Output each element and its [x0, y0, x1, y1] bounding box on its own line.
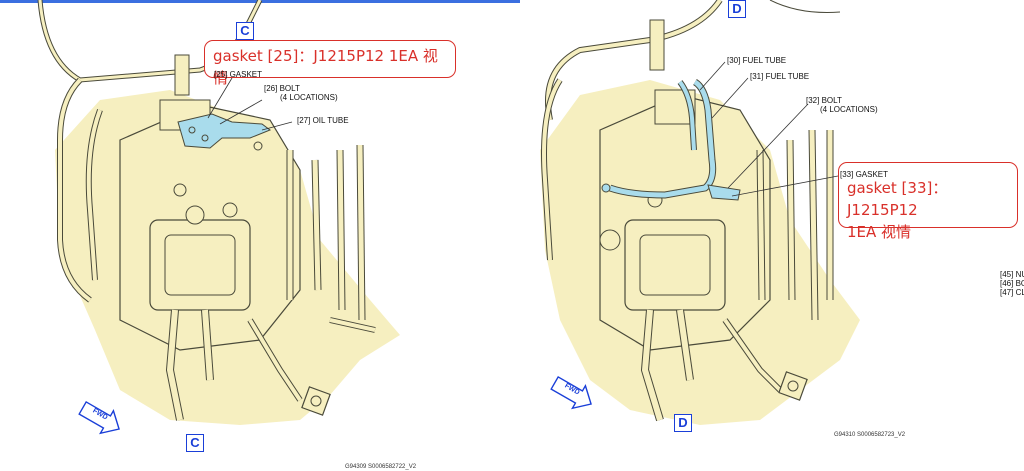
view-c-bolt-callout: [26] BOLT [264, 84, 300, 93]
view-d-engine [540, 0, 860, 425]
view-d-bottom-marker: D [674, 414, 692, 432]
view-c-engine [37, 0, 400, 435]
view-c-gasket-callout: [25] GASKET [214, 70, 263, 79]
view-c-bolt-locations: (4 LOCATIONS) [280, 93, 338, 102]
view-d-bolt-callout: [32] BOLT [806, 96, 842, 105]
view-d-figure-id: G94310 S0006582723_V2 [834, 432, 906, 438]
view-d-bolt-locations: (4 LOCATIONS) [820, 105, 878, 114]
view-c-bottom-marker: C [186, 434, 204, 452]
view-d-fuel-tube-30-callout: [30] FUEL TUBE [727, 56, 787, 65]
view-d-fuel-tube-31-callout: [31] FUEL TUBE [750, 72, 810, 81]
view-c-oil-tube-callout: [27] OIL TUBE [297, 116, 349, 125]
view-d-note-line1: gasket [33]：J1215P12 [847, 179, 948, 219]
edge-legend-45: [45] NU [1000, 270, 1024, 279]
edge-legend-46: [46] BO [1000, 279, 1024, 288]
view-d-note-line2: 1EA 视情 [847, 223, 912, 241]
edge-legend-47: [47] CL [1000, 288, 1024, 297]
view-d-gasket-note: gasket [33]：J1215P12 1EA 视情 [838, 162, 1018, 241]
view-c-top-marker: C [236, 22, 254, 40]
view-c-gasket-note: gasket [25]：J1215P12 1EA 视情 [204, 40, 456, 87]
view-c-figure-id: G94309 S0006582722_V2 [345, 464, 417, 470]
view-d-gasket-callout: [33] GASKET [840, 170, 889, 179]
view-d-top-marker: D [728, 0, 746, 18]
